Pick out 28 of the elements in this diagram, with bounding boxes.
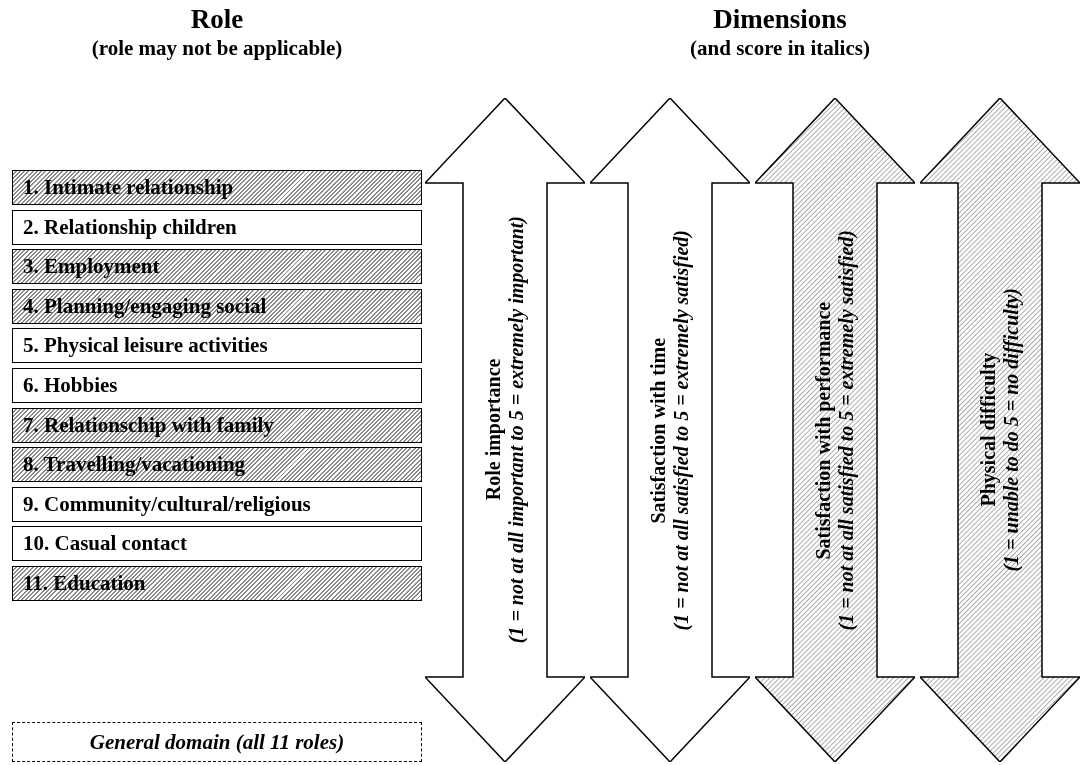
role-box: 6. Hobbies [12, 368, 422, 403]
column-subheading: (and score in italics) [689, 36, 871, 61]
role-box: 10. Casual contact [12, 526, 422, 562]
score-scale: (1 = not at all satisfied to 5 = extremely satisfied) [670, 229, 693, 631]
dimension-band [920, 98, 1080, 762]
column-subheading: (role may not be applicable) [90, 36, 344, 61]
column-heading: Role [189, 4, 245, 35]
dimension-title: Satisfaction with time [647, 336, 670, 525]
score-scale: (1 = not at all satisfied to 5 = extremely satisfied) [835, 229, 858, 631]
role-box: 4. Planning/engaging social [12, 288, 422, 324]
dimension-title: Role importance [482, 358, 505, 503]
score-scale: (1 = not at all important to 5 = extremely important) [505, 216, 528, 644]
role-box: 5. Physical leisure activities [12, 328, 422, 364]
role-box: 11. Education [12, 566, 422, 601]
score-scale: (1 = unable to do 5 = no difficulty) [1000, 288, 1023, 572]
dimension-band [755, 98, 915, 762]
column-heading: Dimensions [712, 4, 848, 35]
dimension-band [425, 98, 585, 762]
dashed-box: General domain (all 11 roles) [12, 722, 422, 762]
role-box: 1. Intimate relationship [12, 170, 422, 205]
role-box: 8. Travelling/vacationing [12, 447, 422, 483]
dimension-title: Physical difficulty [977, 353, 1000, 507]
role-box: 7. Relationschip with family [12, 407, 422, 443]
dimension-title: Satisfaction with performance [812, 300, 835, 561]
dimension-band [590, 98, 750, 762]
role-box: 3. Employment [12, 249, 422, 285]
role-box: 2. Relationship children [12, 209, 422, 245]
role-box: 9. Community/cultural/religious [12, 486, 422, 522]
